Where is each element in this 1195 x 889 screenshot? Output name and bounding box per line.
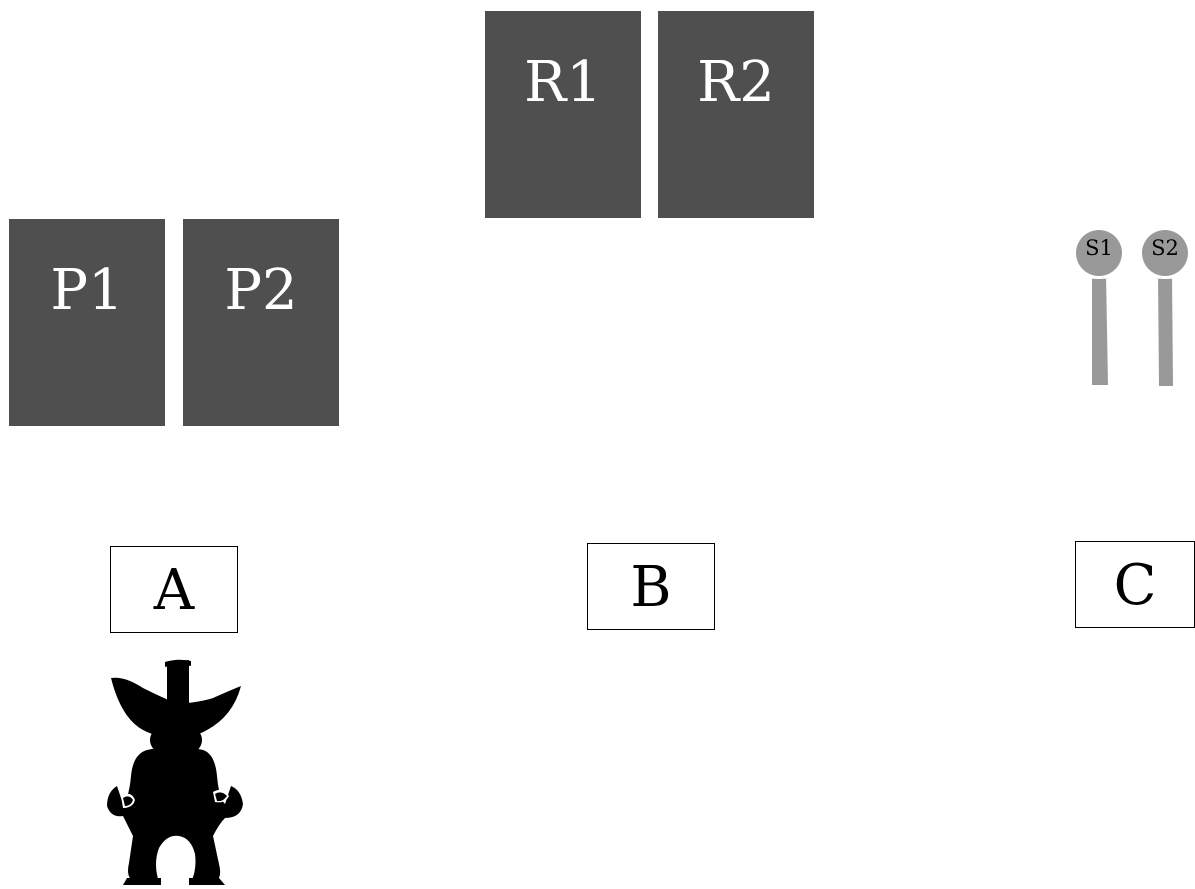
card-r1-label: R1	[524, 50, 602, 115]
position-b-label: B	[630, 555, 672, 620]
position-a-label: A	[153, 558, 195, 623]
card-p1[interactable]: P1	[9, 219, 165, 426]
card-r2[interactable]: R2	[658, 11, 814, 218]
card-r2-label: R2	[697, 50, 775, 115]
card-p2-label: P2	[224, 258, 298, 323]
position-c-label: C	[1113, 553, 1157, 618]
cowboy-silhouette-icon	[103, 658, 245, 885]
position-a[interactable]: A	[110, 546, 238, 633]
card-p1-label: P1	[50, 258, 124, 323]
card-r1[interactable]: R1	[485, 11, 641, 218]
position-b[interactable]: B	[587, 543, 715, 630]
position-c[interactable]: C	[1075, 541, 1195, 628]
switch-s1[interactable]: S1	[1075, 224, 1123, 394]
switch-s1-label: S1	[1085, 236, 1113, 260]
lever-switch-icon	[1142, 230, 1188, 386]
lever-switch-icon	[1076, 230, 1122, 385]
switch-s2[interactable]: S2	[1141, 224, 1189, 394]
switch-s2-label: S2	[1151, 236, 1179, 260]
card-p2[interactable]: P2	[183, 219, 339, 426]
